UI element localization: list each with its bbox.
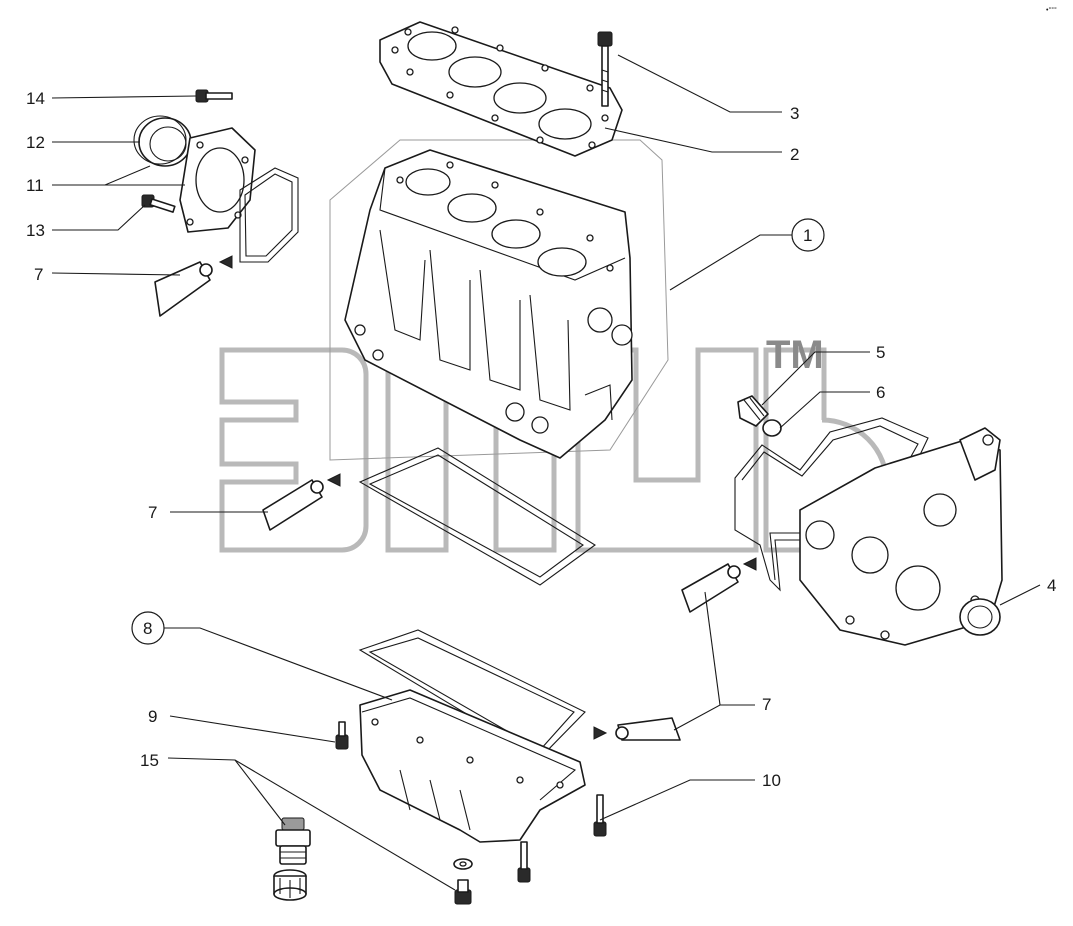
drain-washer (453, 858, 473, 870)
rear-seal-housing (179, 127, 256, 233)
callout-13: 13 (26, 221, 45, 240)
callout-8: 8 (143, 619, 152, 638)
callout-7c: 7 (762, 695, 771, 714)
callout-1-circle (791, 218, 825, 252)
drain-nut (273, 869, 307, 901)
oil-filler-cap (737, 395, 769, 427)
front-seal (959, 598, 1001, 636)
callout-2: 2 (790, 145, 799, 164)
o-ring (762, 419, 782, 437)
oil-pan (359, 689, 586, 843)
callout-6: 6 (876, 383, 885, 402)
callout-1: 1 (803, 226, 812, 245)
bolt-pan-center (517, 841, 531, 883)
bolt-13 (141, 194, 176, 213)
callout-4: 4 (1047, 576, 1056, 595)
callout-12: 12 (26, 133, 45, 152)
callout-9: 9 (148, 707, 157, 726)
callout-7b: 7 (148, 503, 157, 522)
callout-labels: 14 12 11 13 7 7 3 2 1 5 6 4 8 7 9 15 10 (26, 89, 1056, 790)
callout-15: 15 (140, 751, 159, 770)
engine-block (344, 149, 633, 459)
leader-lines (51, 54, 1041, 891)
head-gasket (379, 21, 623, 157)
callout-7a: 7 (34, 265, 43, 284)
callout-3: 3 (790, 104, 799, 123)
bolt-10 (593, 794, 607, 837)
drain-plug (454, 879, 472, 905)
block-group-outline (329, 139, 669, 461)
callout-11: 11 (26, 176, 44, 195)
head-bolt (597, 31, 613, 107)
sealant-tube-7a (154, 255, 233, 317)
sealant-tube-7b (262, 473, 341, 531)
drain-plug-fitting (275, 817, 311, 865)
oil-pan-gasket-upper (358, 447, 596, 586)
sealant-tube-7d (593, 717, 681, 741)
rear-seal-ring (133, 115, 192, 167)
callout-8-circle (131, 611, 165, 645)
callout-5: 5 (876, 343, 885, 362)
watermark-tm: TM (766, 333, 824, 377)
callout-14: 14 (26, 89, 45, 108)
timing-cover (799, 427, 1003, 646)
sealant-tube-7c (681, 557, 757, 613)
callout-10: 10 (762, 771, 781, 790)
corner-mark: •°°° (1046, 6, 1057, 14)
bolt-14 (195, 89, 233, 103)
bolt-9 (335, 721, 349, 750)
rear-gasket (239, 167, 299, 263)
